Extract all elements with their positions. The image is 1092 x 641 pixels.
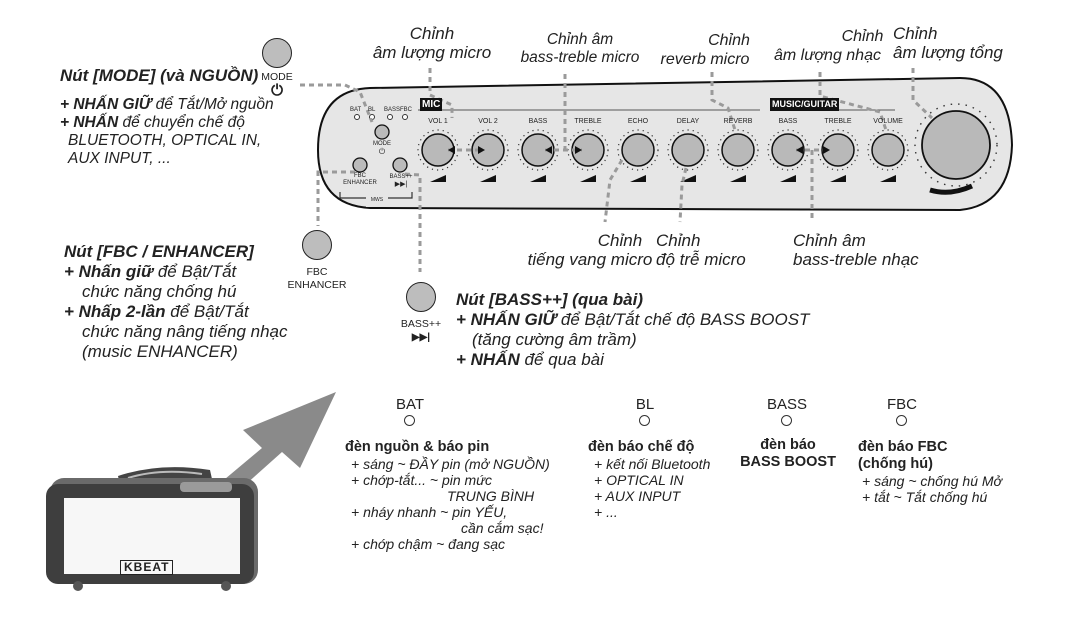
fbc-button-description: Nút [FBC / ENHANCER] + Nhấn giữ để Bật/T…: [64, 242, 288, 361]
mode-button-title: Nút [MODE] (và NGUỒN): [60, 66, 259, 85]
legend-bat: đèn nguồn & báo pin + sáng ~ ĐẦY pin (mở…: [345, 439, 550, 552]
knob-label-music-volume: VOLUME: [873, 118, 903, 125]
knob-label-music-bass: BASS: [778, 118, 798, 125]
knob-label-mic-treble: TREBLE: [574, 118, 602, 125]
panel-mode-label: MODE⏻: [373, 141, 391, 156]
knob-label-mic-bass: BASS: [528, 118, 548, 125]
led-label-fbc: FBC: [887, 396, 917, 413]
panel-led-bl: BL: [368, 107, 376, 113]
panel-mic-section-label: MIC: [420, 98, 443, 111]
knob-music-treble: [821, 133, 855, 167]
panel-power-icon: ⏻: [378, 147, 386, 156]
fbc-enhancer-button[interactable]: [302, 230, 332, 260]
panel-group-label: MWS: [366, 194, 388, 207]
bass-button-description: Nút [BASS++] (qua bài) + NHẤN GIỮ để Bật…: [456, 290, 810, 369]
led-fbc: [896, 415, 907, 426]
speaker-brand-logo: KBEAT: [120, 560, 174, 575]
legend-fbc: đèn báo FBC (chống hú) + sáng ~ chống hú…: [858, 439, 1002, 505]
mode-button-description: Nút [MODE] (và NGUỒN) + NHẤN GIỮ để Tắt/…: [60, 66, 274, 167]
fbc-button-title: Nút [FBC / ENHANCER]: [64, 242, 254, 261]
mode-button[interactable]: [262, 38, 292, 68]
knob-label-music-treble: TREBLE: [824, 118, 852, 125]
knob-label-reverb: REVERB: [723, 118, 753, 125]
knob-echo: [621, 133, 655, 167]
panel-music-section-label: MUSIC/GUITAR: [770, 98, 840, 111]
led-bl: [639, 415, 650, 426]
led-label-bl: BL: [635, 396, 655, 413]
knob-label-echo: ECHO: [627, 118, 649, 125]
knob-vol2: [471, 133, 505, 167]
bass-button-title: Nút [BASS++] (qua bài): [456, 290, 644, 309]
knob-label-vol1: VOL 1: [428, 118, 448, 125]
panel-next-icon: ▶▶|: [394, 181, 408, 188]
panel-knobs: [421, 103, 998, 195]
panel-bass-label: BASS++▶▶|: [389, 174, 413, 188]
panel-led-bat: BAT: [350, 107, 362, 113]
power-icon: ⏻: [271, 82, 283, 99]
knob-reverb: [721, 133, 755, 167]
led-label-bass: BASS: [766, 396, 808, 413]
mode-button-label: MODE: [261, 71, 293, 83]
bass-boost-label: BASS++: [400, 318, 442, 330]
led-label-bat: BAT: [395, 396, 425, 413]
next-track-icon: ▶▶|: [411, 332, 431, 343]
knob-delay: [671, 133, 705, 167]
knob-master-volume: [921, 110, 991, 180]
legend-bass: đèn báo BASS BOOST: [740, 437, 836, 470]
led-bat: [404, 415, 415, 426]
knob-label-delay: DELAY: [676, 118, 700, 125]
knob-music-bass: [771, 133, 805, 167]
bass-boost-button[interactable]: [406, 282, 436, 312]
panel-led-bass: BASS: [384, 107, 401, 113]
panel-led-fbc: FBC: [400, 107, 412, 113]
led-bass: [781, 415, 792, 426]
legend-bl: đèn báo chế độ + kết nối Bluetooth + OPT…: [588, 439, 711, 520]
knob-music-volume: [871, 133, 905, 167]
knob-label-vol2: VOL 2: [478, 118, 498, 125]
speaker-illustration: [46, 467, 258, 591]
